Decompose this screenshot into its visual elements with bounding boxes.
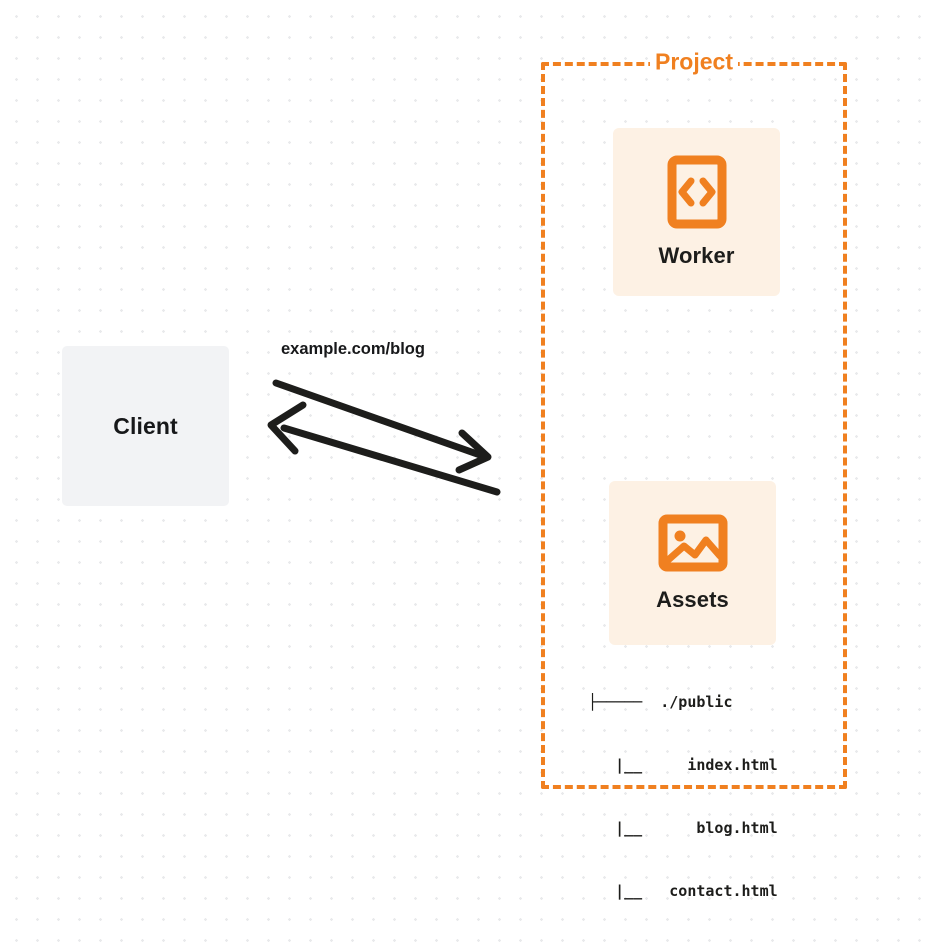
- connection-url-label: example.com/blog: [281, 340, 425, 358]
- code-document-icon: [667, 155, 726, 229]
- worker-card-label: Worker: [658, 243, 735, 268]
- assets-card-label: Assets: [656, 587, 729, 612]
- response-arrow: [267, 401, 501, 496]
- tree-row: |__ contact.html: [588, 882, 778, 900]
- assets-file-tree: ├───── ./public |__ index.html |__ blog.…: [588, 650, 778, 944]
- image-icon: [658, 514, 727, 572]
- tree-row: |__ index.html: [588, 756, 778, 774]
- diagram-canvas: Client example.com/blog Project Worker: [62, 48, 847, 900]
- client-node: Client: [62, 346, 229, 506]
- request-arrow: [272, 379, 492, 474]
- tree-row: ├───── ./public: [588, 693, 733, 711]
- client-label: Client: [113, 412, 178, 439]
- tree-row: |__ blog.html: [588, 819, 778, 837]
- worker-card[interactable]: Worker: [613, 128, 780, 296]
- assets-card[interactable]: Assets: [609, 481, 776, 645]
- project-title: Project: [650, 48, 738, 76]
